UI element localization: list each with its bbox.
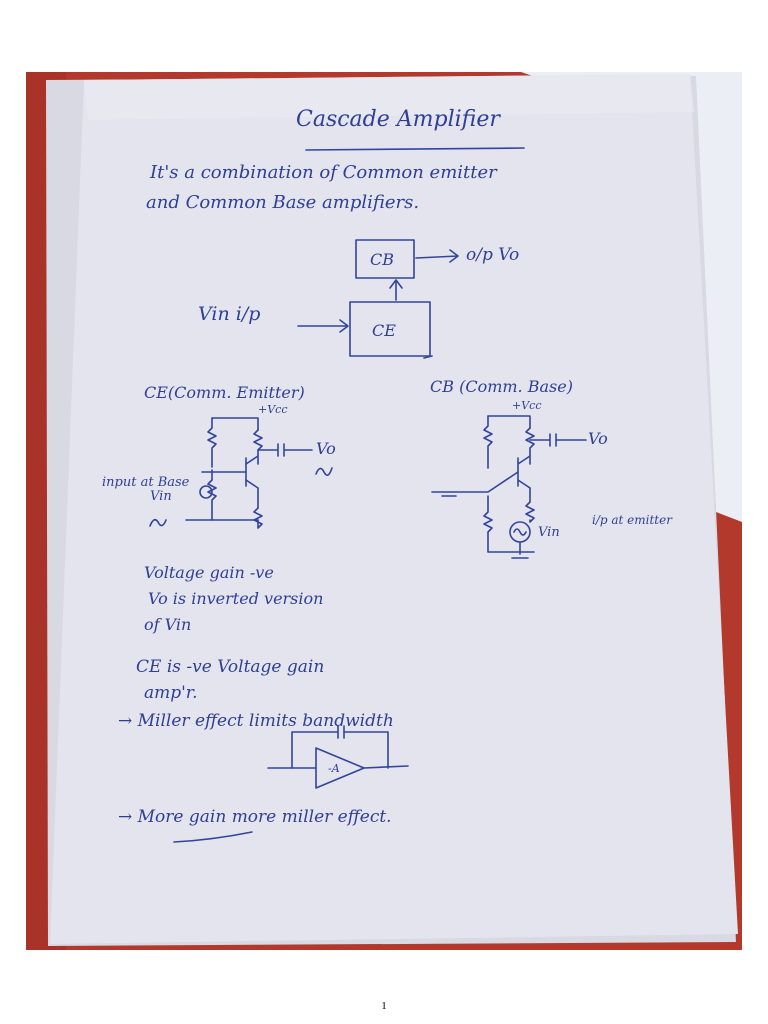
ce-note-line-1: CE is -ve Voltage gain bbox=[136, 657, 324, 677]
cb-block-label: CB bbox=[370, 250, 394, 269]
cb-collector-resistor bbox=[525, 427, 535, 465]
ce-bias-resistor bbox=[207, 417, 217, 468]
title-underline bbox=[305, 147, 525, 151]
ce-vo-label: Vo bbox=[316, 439, 336, 458]
cb-base-resistor bbox=[483, 495, 535, 553]
cb-vin-label: Vin bbox=[538, 525, 560, 540]
cb-base-line bbox=[431, 471, 519, 493]
ce-vcc-label: +Vcc bbox=[258, 403, 287, 416]
ce-heading: CE(Comm. Emitter) bbox=[144, 383, 305, 402]
photo-canvas: Cascade Amplifier It's a combination of … bbox=[26, 72, 742, 950]
cb-vo-label: Vo bbox=[588, 429, 608, 448]
gain-line-3: of Vin bbox=[144, 615, 191, 634]
cb-vcc-label: +Vcc bbox=[512, 399, 541, 412]
cb-input-note: i/p at emitter bbox=[592, 513, 673, 527]
ce-circuit: +Vcc Vo input at Base Vin bbox=[102, 403, 336, 529]
ce-vin-label: Vin bbox=[150, 489, 172, 504]
ce-emitter-resistor bbox=[253, 487, 263, 529]
cb-bias-resistor bbox=[483, 415, 493, 469]
final-note: → More gain more miller effect. bbox=[118, 807, 392, 827]
output-arrow bbox=[415, 249, 459, 263]
cb-emitter-resistor bbox=[525, 487, 535, 523]
feedback-capacitor bbox=[291, 725, 389, 769]
ce-block bbox=[349, 301, 431, 357]
output-label: o/p Vo bbox=[466, 245, 519, 265]
ce-output-coupling bbox=[257, 443, 313, 457]
page-number: 1 bbox=[381, 1000, 387, 1012]
handwritten-notes: Cascade Amplifier It's a combination of … bbox=[102, 107, 673, 843]
intro-line-2: and Common Base amplifiers. bbox=[146, 192, 419, 213]
opamp-diagram: -A bbox=[267, 725, 409, 789]
input-arrow bbox=[297, 319, 349, 333]
cb-block bbox=[355, 239, 415, 279]
ce-output-wave bbox=[315, 467, 333, 476]
ce-base-resistor bbox=[207, 469, 217, 521]
cb-circuit: +Vcc Vo Vin i/p at emitter bbox=[431, 399, 673, 559]
final-underline bbox=[173, 831, 253, 843]
main-sheet bbox=[50, 74, 738, 944]
input-label: Vin i/p bbox=[198, 303, 260, 325]
ce-source-symbol bbox=[199, 485, 213, 499]
intro-line-1: It's a combination of Common emitter bbox=[149, 162, 498, 183]
gain-line-2: Vo is inverted version bbox=[148, 589, 323, 608]
miller-line: → Miller effect limits bandwidth bbox=[118, 711, 394, 731]
gain-line-1: Voltage gain -ve bbox=[144, 563, 274, 582]
ce-input-wave bbox=[149, 518, 167, 527]
cb-source-wave bbox=[513, 528, 527, 536]
cb-ground bbox=[511, 541, 529, 559]
opamp-label: -A bbox=[328, 762, 340, 775]
photo: Cascade Amplifier It's a combination of … bbox=[26, 72, 742, 950]
ce-to-cb-arrow bbox=[389, 279, 403, 301]
cb-output-coupling bbox=[529, 433, 587, 447]
cb-vcc-rail bbox=[487, 415, 531, 429]
ce-block-label: CE bbox=[372, 321, 396, 340]
sheet-highlight bbox=[84, 74, 694, 120]
ce-transistor-leads bbox=[245, 455, 259, 489]
ce-input-note: input at Base bbox=[102, 475, 190, 490]
cb-heading: CB (Comm. Base) bbox=[430, 377, 573, 396]
notes-title: Cascade Amplifier bbox=[296, 107, 501, 132]
ce-block-tick bbox=[423, 355, 433, 359]
ce-vcc-rail bbox=[211, 417, 259, 431]
underlying-paper bbox=[521, 72, 742, 522]
ce-note-line-2: amp'r. bbox=[144, 683, 197, 703]
